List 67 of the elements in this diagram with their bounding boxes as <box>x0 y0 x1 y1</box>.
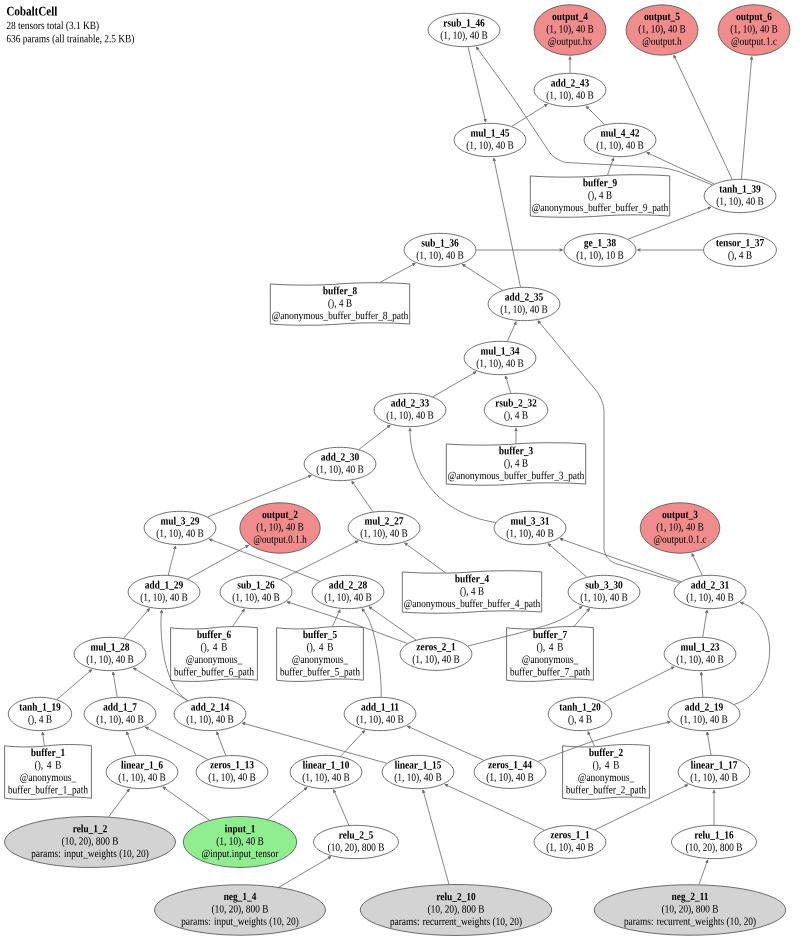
arrow <box>559 538 682 583</box>
arrow <box>467 46 487 123</box>
arrow <box>702 609 709 638</box>
arrow <box>361 608 382 698</box>
arrow <box>280 540 359 580</box>
arrow <box>340 730 366 757</box>
arrow <box>358 424 391 450</box>
arrow <box>208 538 321 582</box>
arrow <box>241 722 388 764</box>
arrow <box>162 786 210 821</box>
arrow <box>267 787 308 820</box>
arrow <box>741 56 754 180</box>
arrow <box>167 545 177 576</box>
arrow <box>514 427 518 444</box>
arrow <box>432 371 477 398</box>
arrow <box>507 321 517 342</box>
arrow <box>547 543 588 578</box>
arrow <box>379 262 416 283</box>
arrow <box>585 105 605 125</box>
arrow <box>627 206 712 240</box>
arrow <box>187 544 249 580</box>
arrow <box>444 784 545 831</box>
arrow <box>568 56 572 74</box>
arrow <box>333 789 350 826</box>
arrow <box>636 248 704 252</box>
arrow <box>286 601 409 644</box>
arrow <box>56 669 93 700</box>
arrow <box>422 789 450 885</box>
arrow <box>216 731 227 756</box>
arrow <box>573 608 590 627</box>
arrow <box>461 263 503 291</box>
arrow <box>492 157 521 288</box>
arrow <box>712 789 716 826</box>
arrow <box>504 375 512 394</box>
arrow <box>406 725 485 761</box>
arrow <box>132 667 188 701</box>
arrow <box>332 609 341 627</box>
arrow <box>706 731 712 756</box>
arrow <box>733 601 770 705</box>
arrow <box>699 671 704 698</box>
arrow <box>698 859 709 885</box>
arrow <box>646 152 715 185</box>
arrow <box>111 671 118 698</box>
arrow <box>159 609 188 701</box>
arrow <box>41 731 45 747</box>
arrow <box>691 553 703 576</box>
arrow <box>108 788 130 818</box>
arrow <box>587 731 595 747</box>
arrow <box>408 427 497 523</box>
arrow <box>232 608 245 627</box>
arrow <box>476 46 713 186</box>
arrow <box>368 606 417 641</box>
arrow <box>602 666 675 703</box>
arrow <box>207 475 312 518</box>
arrow <box>537 320 680 584</box>
arrow <box>607 157 615 176</box>
arrow <box>144 726 209 760</box>
arrow <box>594 784 689 831</box>
arrow <box>537 720 671 762</box>
arrow <box>475 248 564 252</box>
arrow <box>673 54 733 180</box>
arrow <box>467 606 583 647</box>
arrow <box>126 731 137 756</box>
arrow <box>511 103 548 127</box>
arrow <box>351 480 374 513</box>
arrow <box>123 608 150 639</box>
arrow <box>404 542 446 574</box>
